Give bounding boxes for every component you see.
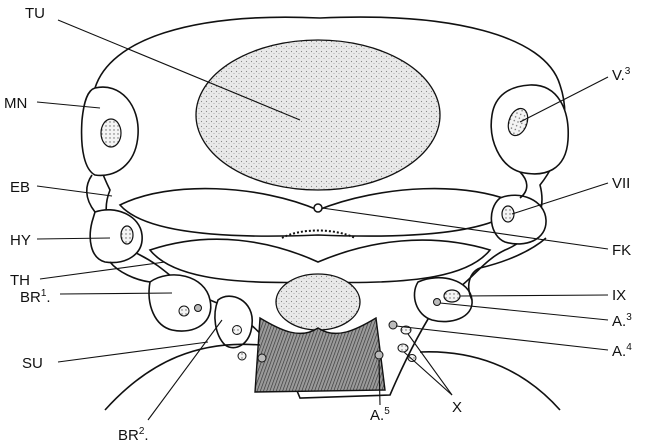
tu-oval — [196, 40, 440, 190]
label-vii: VII — [612, 175, 630, 192]
br2-spot-c — [258, 354, 266, 362]
mouth-oval — [276, 274, 360, 330]
right-contour — [520, 172, 527, 198]
fk-point — [314, 204, 322, 212]
label-hy: HY — [10, 232, 31, 249]
v3-pouch — [491, 85, 568, 174]
ix-pouch — [414, 278, 472, 322]
pharynx-opening — [255, 318, 385, 392]
label-a4: A.4 — [612, 342, 632, 360]
a5-spot — [375, 351, 383, 359]
mn-spot — [101, 119, 121, 147]
a4-spot — [389, 321, 397, 329]
label-x: X — [452, 399, 462, 416]
label-ix: IX — [612, 287, 626, 304]
x-spot-b — [398, 344, 408, 352]
label-tu: TU — [25, 5, 45, 22]
label-eb: EB — [10, 179, 30, 196]
label-a3: A.3 — [612, 312, 632, 330]
br1-spot-b — [195, 305, 202, 312]
x-spot-c — [408, 355, 416, 362]
br2-spot-b — [238, 352, 246, 360]
label-fk: FK — [612, 242, 631, 259]
label-v3: V.3 — [612, 66, 631, 84]
label-br1: BR1. — [20, 288, 51, 306]
bottom-left-arc — [105, 344, 260, 410]
label-th: TH — [10, 272, 30, 289]
ix-spot — [444, 290, 460, 302]
br1-pouch — [149, 275, 211, 331]
br2-spot-a — [233, 326, 242, 335]
a3-spot — [434, 299, 441, 306]
label-br2: BR2. — [118, 426, 149, 444]
label-a5: A.5 — [370, 406, 390, 424]
br1-spot-a — [179, 306, 189, 316]
hy-pouch — [90, 210, 142, 263]
upper-fold — [120, 189, 520, 237]
hy-spot — [121, 226, 133, 244]
label-mn: MN — [4, 95, 27, 112]
bottom-right-arc — [420, 352, 560, 410]
label-su: SU — [22, 355, 43, 372]
